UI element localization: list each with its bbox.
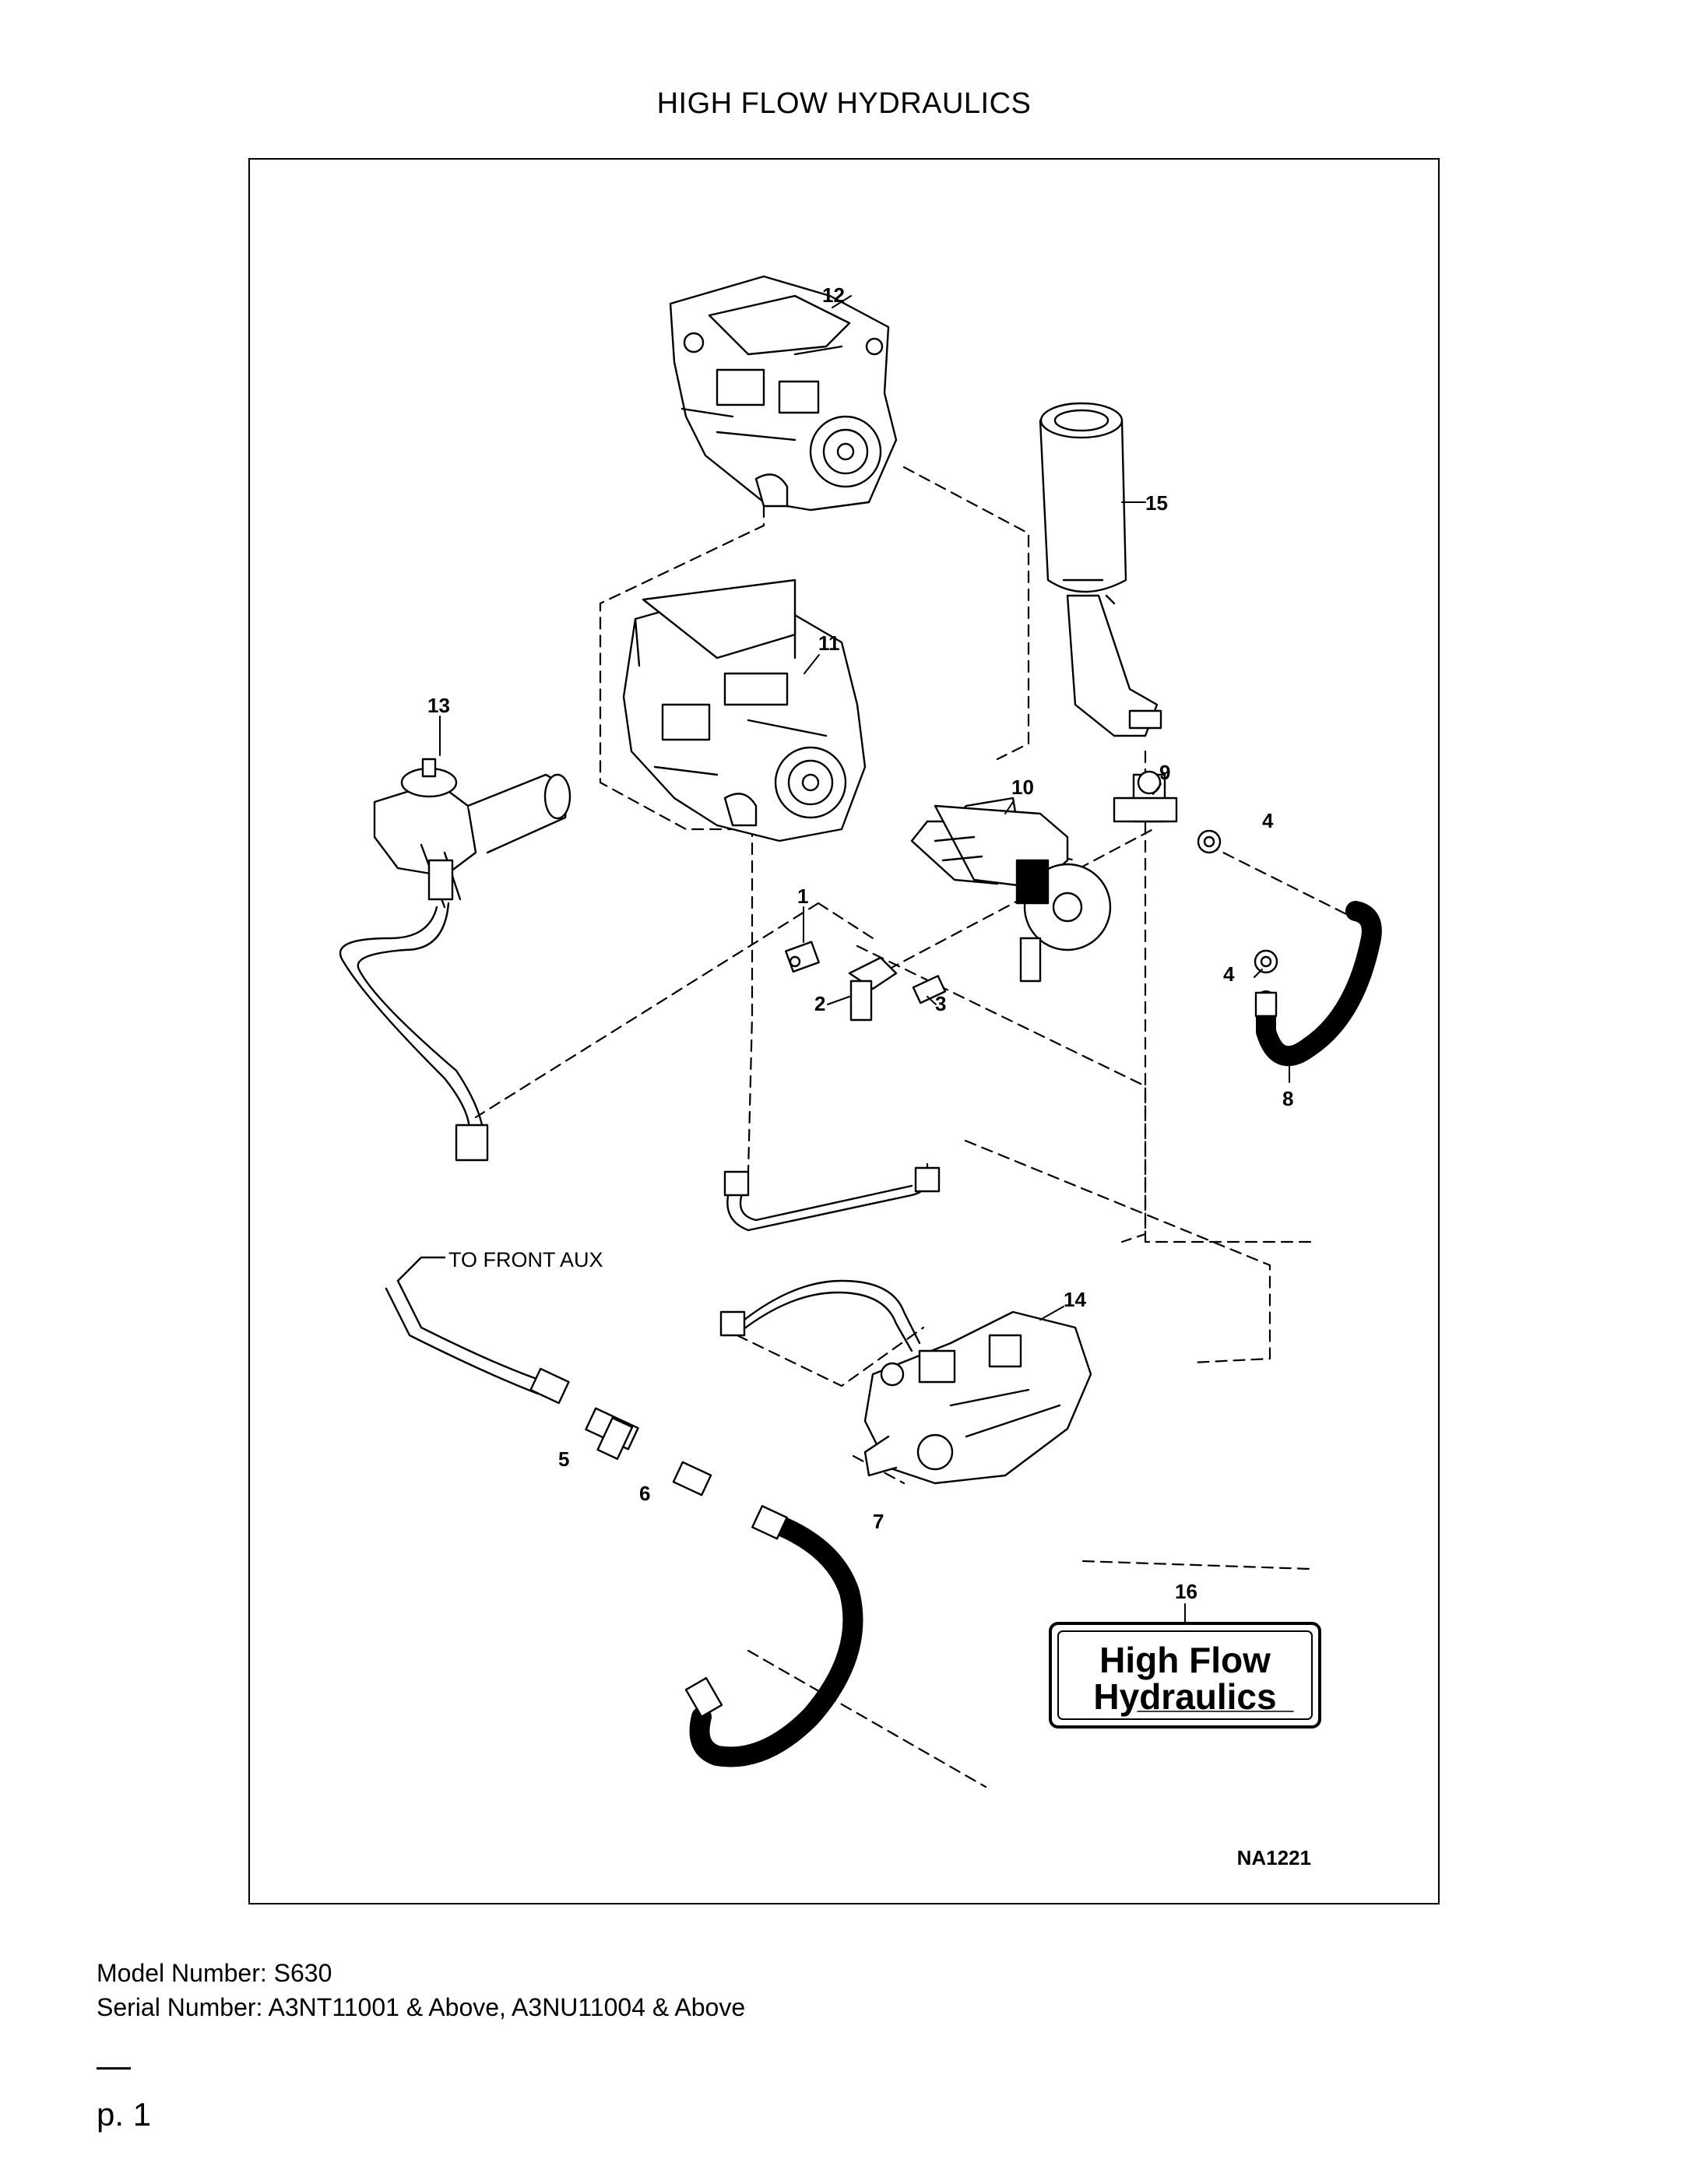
part-6-adapter (672, 1461, 712, 1496)
diagram-frame: 12 15 11 13 10 9 4 1 4 2 3 8 14 5 6 7 16… (248, 158, 1440, 1904)
part-7-hose (684, 1505, 863, 1767)
hose-13 (339, 902, 489, 1162)
callout-4-upper: 4 (1262, 809, 1274, 832)
callout-2: 2 (814, 992, 825, 1015)
callout-11: 11 (818, 631, 840, 655)
callout-15: 15 (1145, 491, 1168, 515)
callout-5: 5 (558, 1447, 569, 1471)
part-8-hose (1254, 901, 1382, 1067)
part-4-clamp-a (1197, 829, 1222, 854)
part-11-pump-assembly (622, 579, 867, 842)
part-12-pump-assembly (669, 275, 898, 512)
part-13-filter (373, 758, 571, 909)
model-number: Model Number: S630 (97, 1959, 332, 1987)
part-9-tee-fitting (1113, 770, 1178, 823)
callout-10: 10 (1011, 775, 1034, 799)
hose-center (723, 1166, 941, 1232)
callout-12: 12 (822, 283, 845, 307)
part-10-gear-pump (910, 797, 1112, 983)
callout-7: 7 (873, 1510, 884, 1533)
callout-4-lower: 4 (1223, 962, 1235, 986)
hose-to-valve-14 (719, 1279, 921, 1352)
page-number-rule (97, 2067, 131, 2070)
part-3-fitting (912, 975, 947, 1004)
serial-number: Serial Number: A3NT11001 & Above, A3NU11… (97, 1993, 746, 2021)
callout-13: 13 (427, 694, 450, 717)
part-14-control-valve (863, 1310, 1092, 1485)
part-5-tee-fitting (585, 1407, 639, 1460)
callout-1: 1 (797, 885, 808, 908)
page-title: HIGH FLOW HYDRAULICS (656, 87, 1032, 120)
part-15-filter-canister (1039, 402, 1162, 737)
callout-3: 3 (935, 992, 946, 1015)
page-number: p. 1 (97, 2096, 152, 2133)
decal-line-1: High Flow (1099, 1640, 1271, 1680)
note-to-front-aux: TO FRONT AUX (448, 1248, 603, 1271)
callout-14: 14 (1064, 1288, 1086, 1311)
part-4-clamp-b (1254, 949, 1278, 974)
part-1-fitting (785, 941, 820, 973)
decal-line-2: Hydraulics (1093, 1676, 1276, 1717)
exploded-parts-diagram: 12 15 11 13 10 9 4 1 4 2 3 8 14 5 6 7 16… (339, 275, 1382, 1869)
part-16-decal (1049, 1622, 1321, 1729)
part-2-elbow-fitting (848, 956, 898, 1022)
callout-9: 9 (1159, 761, 1170, 784)
hose-to-front-aux (385, 1256, 570, 1405)
dashed-connection-lines (474, 466, 1349, 1788)
callout-16: 16 (1175, 1580, 1197, 1603)
figure-id: NA1221 (1237, 1846, 1311, 1869)
callout-leaders (439, 295, 1290, 1624)
callout-8: 8 (1282, 1087, 1293, 1110)
callout-6: 6 (639, 1482, 650, 1505)
